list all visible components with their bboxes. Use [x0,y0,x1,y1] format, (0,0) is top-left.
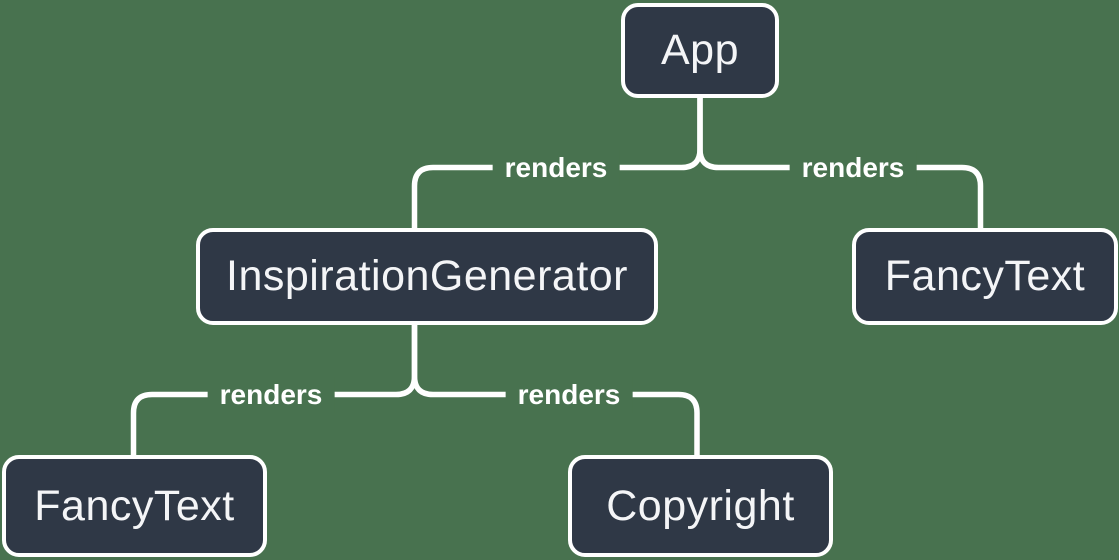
edge-label-renders-inspiration-fancytext: renders [207,377,335,413]
node-copyright-label: Copyright [606,481,795,530]
node-fancytext-bottom: FancyText [2,455,267,557]
edge-label-renders-app-fancytext: renders [789,150,917,186]
node-copyright: Copyright [568,455,833,557]
node-app: App [621,3,779,98]
edge-label-renders-inspiration-copyright: renders [505,377,633,413]
node-fancytext-bottom-label: FancyText [34,481,235,530]
node-inspiration-generator: InspirationGenerator [196,228,658,325]
edge-label-renders-app-inspiration: renders [492,150,620,186]
node-inspiration-generator-label: InspirationGenerator [226,252,628,300]
node-app-label: App [660,26,739,74]
node-fancytext-top: FancyText [852,228,1118,325]
node-fancytext-top-label: FancyText [884,252,1086,300]
